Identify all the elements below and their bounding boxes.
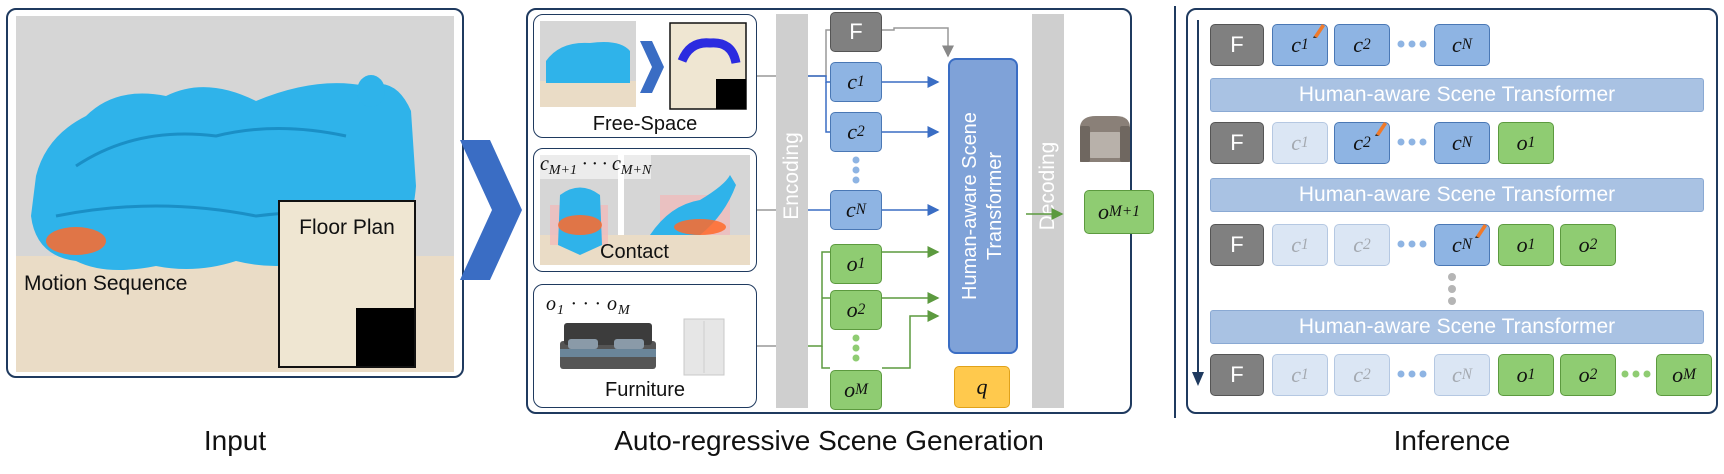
contact-range-label: cM+1 · · · cM+N [540,153,652,180]
transformer-label: Human-aware Scene Transformer [959,112,1006,300]
inf-row1-ellipsis-icon [1397,40,1427,48]
furniture-illustration [560,318,725,376]
generation-caption: Auto-regressive Scene Generation [614,425,1044,456]
input-panel: Motion Sequence Floor Plan [6,8,464,378]
gen-o-ellipsis-icon [852,334,860,362]
inf-row2-f-token: F [1210,122,1264,164]
contact-label: Contact [600,241,669,263]
armchair-illustration [1080,116,1130,162]
floor-plan-box: Floor Plan [278,200,416,368]
inf-transformer-bar-3: Human-aware Scene Transformer [1210,310,1704,344]
inf-row1-pencil-icon [1313,24,1325,38]
inf-row2-ellipsis-icon [1397,138,1427,146]
motion-sequence-label: Motion Sequence [24,272,188,295]
input-caption: Input [203,425,267,456]
transformer-block: Human-aware Scene Transformer [948,58,1018,354]
free-space-label: Free-Space [592,113,698,135]
inf-row4-o-ellipsis-icon [1621,370,1651,378]
pipeline-connectors [757,27,1064,369]
inf-row4-c-ellipsis-icon [1397,370,1427,378]
inference-caption: Inference [1393,425,1511,456]
inference-timeline-arrow [1192,20,1204,386]
contact-box: cM+1 · · · cM+N Contact [533,148,757,272]
floor-plan-obstacle [356,308,414,366]
inf-row1-f-token: F [1210,24,1264,66]
inf-transformer-bar-1: Human-aware Scene Transformer [1210,78,1704,112]
query-token: q [954,366,1010,408]
inf-row2-pencil-icon [1375,122,1387,136]
gen-f-token: F [830,12,882,52]
furniture-range-label: o1 · · · oM [546,293,631,319]
encoding-bar: Encoding [776,14,808,408]
inf-row3-pencil-icon [1475,224,1487,238]
section-divider [1174,6,1176,418]
inf-row4-f-token: F [1210,354,1264,396]
gen-c-ellipsis-icon [852,156,860,184]
chevron-right-icon [460,140,522,280]
free-space-illustration [540,21,747,110]
free-space-box: Free-Space [533,14,757,138]
furniture-label: Furniture [604,379,686,401]
inf-row3-f-token: F [1210,224,1264,266]
inf-vertical-ellipsis-icon [1448,273,1456,305]
furniture-box: o1 · · · oM Furniture [533,284,757,408]
inf-transformer-bar-2: Human-aware Scene Transformer [1210,178,1704,212]
floor-plan-label: Floor Plan [299,216,395,239]
inf-row3-ellipsis-icon [1397,240,1427,248]
